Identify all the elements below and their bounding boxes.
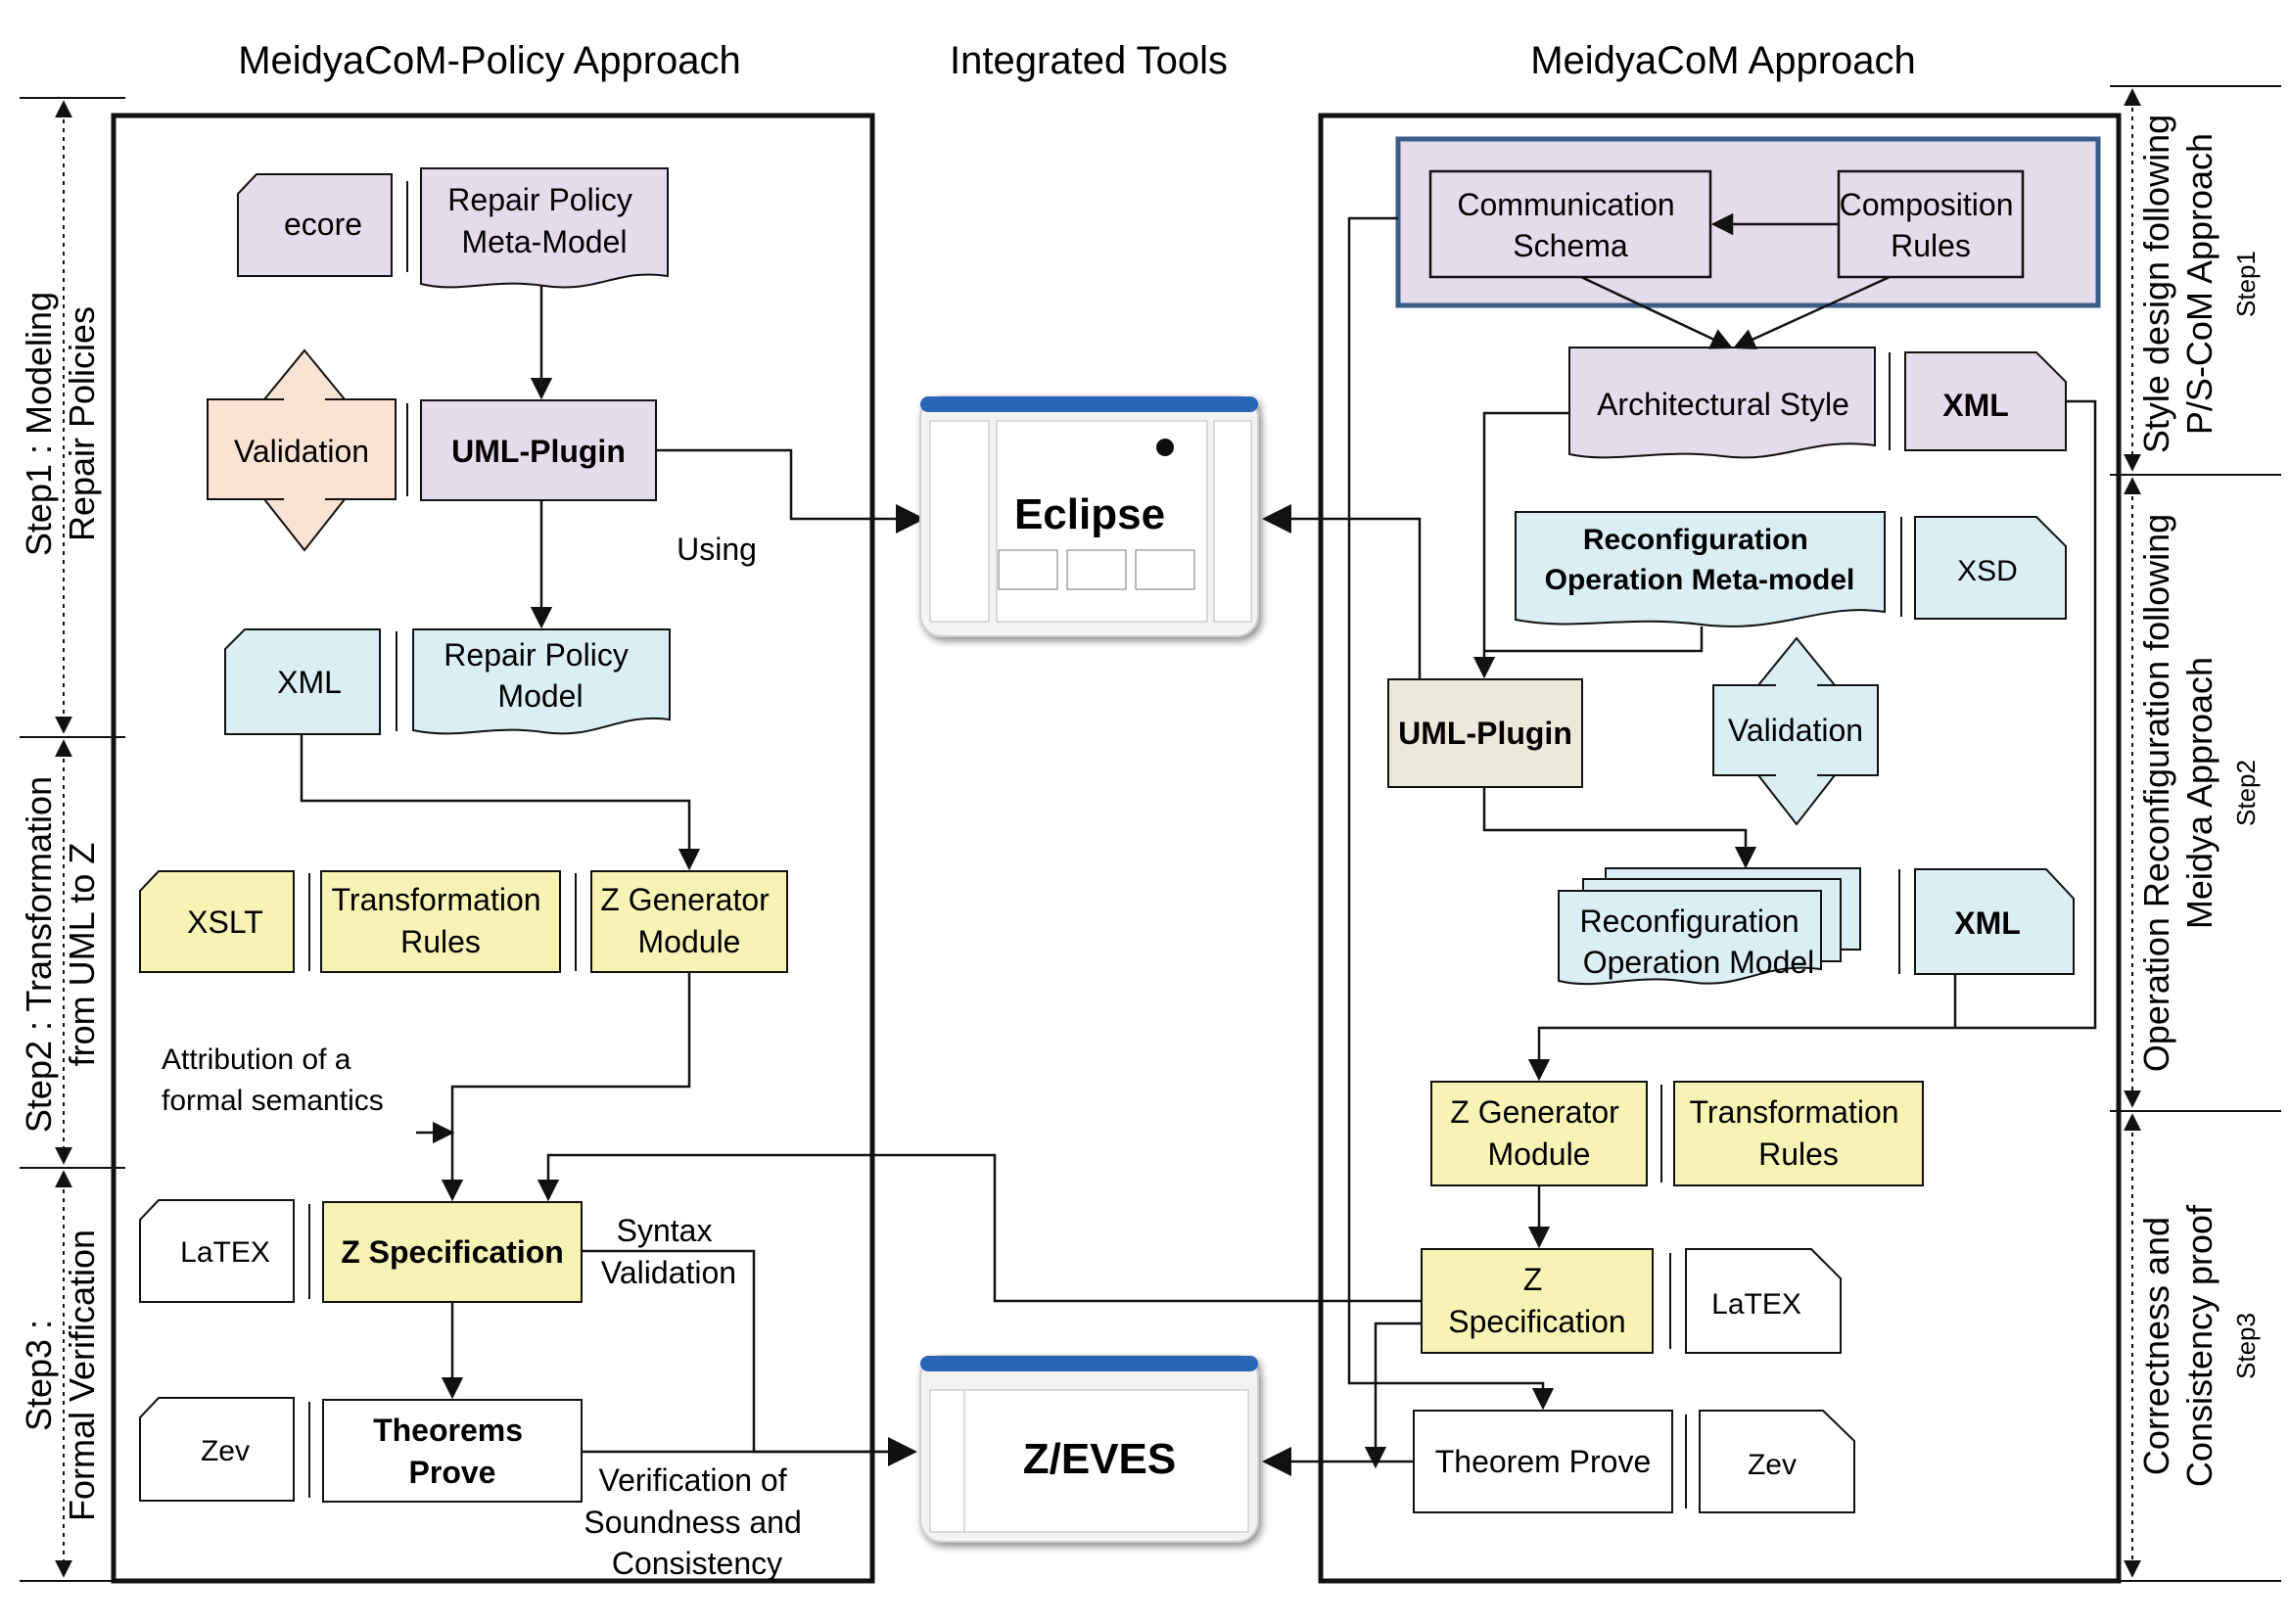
- zev-right-label: Zev: [1748, 1449, 1797, 1481]
- svg-text:Step1: Step1: [2231, 251, 2261, 317]
- using-label: Using: [677, 532, 757, 567]
- transformation-rules-right: [1673, 1081, 1924, 1186]
- architectural-style-doc: [1568, 347, 1876, 459]
- eclipse-tool[interactable]: [919, 395, 1259, 637]
- z-generator-right: [1430, 1081, 1648, 1186]
- right-step1-label: Style design following P/S-CoM Approach …: [2136, 115, 2261, 453]
- right-connectors: [537, 212, 2097, 1476]
- right-step3-label: Correctness and Consistency proof Step3: [2136, 1204, 2261, 1487]
- latex-left-label: LaTEX: [180, 1236, 270, 1269]
- svg-text:Meidya Approach: Meidya Approach: [2179, 657, 2220, 929]
- uml-plugin-right: [1387, 678, 1583, 788]
- ecore-card: [237, 173, 393, 277]
- uml-plugin-right-label: UML-Plugin: [1398, 716, 1572, 751]
- reconfiguration-model-multidoc: [1558, 867, 1861, 986]
- left-panel-frame: [111, 113, 875, 1584]
- svg-text:Style design following: Style design following: [2136, 115, 2176, 453]
- header-right: MeidyaCoM Approach: [1530, 39, 1916, 82]
- left-step1-label: Step1 : Modeling Repair Policies: [19, 292, 102, 556]
- latex-card-right: [1685, 1248, 1842, 1354]
- repair-policy-model-doc: [412, 628, 671, 735]
- xslt-label: XSLT: [187, 905, 263, 940]
- zeves-tool[interactable]: [919, 1355, 1259, 1543]
- xsd-card: [1914, 516, 2067, 620]
- right-panel-frame: [1318, 113, 2122, 1584]
- reconfiguration-model-label: Reconfiguration Operation Model: [1579, 904, 1814, 980]
- left-step3-label: Step3 : Formal Verification: [19, 1230, 102, 1521]
- validation-right-label: Validation: [1728, 713, 1863, 748]
- xml-right-1-label: XML: [1942, 388, 2009, 423]
- xml-right-2-label: XML: [1954, 905, 2021, 941]
- theorems-prove-left: [322, 1399, 583, 1503]
- architectural-style-label: Architectural Style: [1597, 387, 1849, 422]
- z-generator-left: [590, 870, 788, 973]
- reconfiguration-metamodel-label: Reconfiguration Operation Meta-model: [1545, 524, 1855, 596]
- svg-text:Consistency proof: Consistency proof: [2179, 1204, 2220, 1487]
- reconfiguration-metamodel-doc: [1515, 511, 1886, 627]
- svg-text:Step3 :: Step3 :: [19, 1320, 59, 1431]
- zev-left-label: Zev: [201, 1435, 250, 1467]
- transformation-rules-right-label: Transformation Rules: [1690, 1094, 1908, 1172]
- zev-card-left: [139, 1397, 295, 1502]
- repair-policy-metamodel-doc: [420, 167, 669, 289]
- xslt-card: [139, 870, 295, 973]
- zev-card-right: [1699, 1410, 1855, 1513]
- uml-plugin-left-label: UML-Plugin: [451, 434, 626, 469]
- theorem-prove-right: [1413, 1410, 1673, 1513]
- attribution-label: Attribution of a formal semantics: [162, 1044, 384, 1117]
- ecore-label: ecore: [284, 207, 362, 242]
- left-step2-label: Step2 : Transformation from UML to Z: [19, 776, 102, 1133]
- right-step-axis: [2110, 85, 2281, 1582]
- xml-left-label: XML: [277, 665, 342, 700]
- z-specification-right-label: Z Specification: [1448, 1262, 1625, 1339]
- validation-double-arrow-right: [1712, 636, 1879, 826]
- composition-rules: [1837, 169, 2025, 279]
- xml-card-right-2: [1914, 868, 2075, 975]
- svg-text:Operation Reconfiguration foll: Operation Reconfiguration following: [2136, 514, 2176, 1072]
- z-generator-right-label: Z Generator Module: [1450, 1094, 1627, 1172]
- svg-text:Step2: Step2: [2231, 760, 2261, 826]
- right-step2-label: Operation Reconfiguration following Meid…: [2136, 514, 2261, 1072]
- eclipse-node-icon: [1156, 439, 1174, 456]
- validation-double-arrow-left: [207, 348, 397, 552]
- svg-text:Repair Policies: Repair Policies: [62, 306, 102, 541]
- svg-text:Step3: Step3: [2231, 1313, 2261, 1379]
- transformation-rules-left-label: Transformation Rules: [332, 882, 550, 959]
- svg-text:Step2 : Transformation: Step2 : Transformation: [19, 776, 59, 1133]
- left-step-axis: [20, 97, 125, 1582]
- communication-schema: [1428, 169, 1712, 279]
- repair-policy-metamodel-label: Repair Policy Meta-Model: [447, 182, 640, 259]
- repair-policy-model-label: Repair Policy Model: [444, 637, 636, 714]
- eclipse-label: Eclipse: [1014, 490, 1165, 538]
- zeves-label: Z/EVES: [1023, 1435, 1177, 1483]
- verification-label: Verification of Soundness and Consistenc…: [584, 1462, 810, 1581]
- z-specification-right: [1421, 1248, 1654, 1354]
- svg-text:Correctness and: Correctness and: [2136, 1217, 2176, 1475]
- uml-plugin-left: [420, 399, 657, 501]
- z-specification-left-label: Z Specification: [341, 1234, 564, 1270]
- header-center: Integrated Tools: [950, 39, 1228, 82]
- latex-card-left: [139, 1199, 295, 1303]
- transformation-rules-left: [320, 870, 561, 973]
- header-left: MeidyaCoM-Policy Approach: [238, 39, 741, 82]
- theorem-prove-right-label: Theorem Prove: [1435, 1444, 1652, 1479]
- svg-text:Step1 : Modeling: Step1 : Modeling: [19, 292, 59, 556]
- left-connectors: [300, 286, 925, 1466]
- latex-right-label: LaTEX: [1711, 1288, 1801, 1321]
- xml-card-right-1: [1904, 351, 2067, 451]
- xsd-label: XSD: [1957, 555, 2018, 587]
- communication-schema-label: Communication Schema: [1457, 187, 1683, 263]
- svg-text:Formal Verification: Formal Verification: [62, 1230, 102, 1521]
- validation-label-left: Validation: [234, 434, 369, 469]
- svg-text:from UML to Z: from UML to Z: [62, 843, 102, 1067]
- theorems-prove-left-label: Theorems Prove: [373, 1413, 532, 1490]
- svg-text:P/S-CoM Approach: P/S-CoM Approach: [2179, 133, 2220, 435]
- z-generator-left-label: Z Generator Module: [600, 882, 777, 959]
- composition-rules-label: Composition Rules: [1840, 187, 2023, 263]
- syntax-validation-label: Syntax Validation: [601, 1213, 736, 1290]
